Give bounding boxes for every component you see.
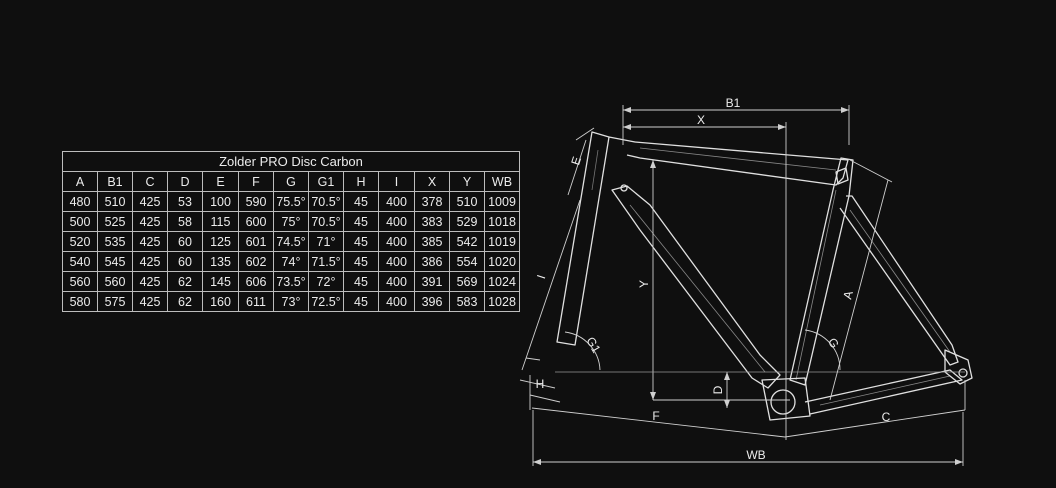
table-cell-c: 425	[132, 251, 168, 272]
table-cell-y: 542	[449, 231, 485, 252]
table-cell-i: 400	[378, 291, 415, 312]
table-cell-e: 145	[202, 271, 239, 292]
dimension-arrowheads	[533, 107, 963, 465]
table-cell-wb: 1018	[484, 211, 520, 232]
dim-label-e: E	[568, 155, 584, 167]
dim-label-h: H	[536, 377, 545, 391]
table-cell-f: 611	[238, 291, 274, 312]
table-cell-h: 45	[343, 211, 379, 232]
table-cell-b1: 510	[97, 191, 133, 212]
dim-label-x: X	[697, 113, 705, 127]
dim-label-f: F	[652, 409, 659, 423]
table-cell-b1: 525	[97, 211, 133, 232]
table-cell-b1: 545	[97, 251, 133, 272]
dim-label-y: Y	[637, 280, 651, 288]
table-cell-g: 74.5°	[273, 231, 309, 252]
table-cell-g1: 72.5°	[308, 291, 344, 312]
dim-label-c: C	[882, 410, 891, 424]
table-cell-g: 74°	[273, 251, 309, 272]
table-cell-f: 590	[238, 191, 274, 212]
table-cell-d: 60	[167, 251, 203, 272]
dim-label-d: D	[711, 385, 725, 394]
table-cell-x: 383	[414, 211, 450, 232]
table-cell-b1: 535	[97, 231, 133, 252]
table-cell-b1: 560	[97, 271, 133, 292]
table-cell-a: 480	[62, 191, 98, 212]
table-cell-y: 569	[449, 271, 485, 292]
table-cell-h: 45	[343, 291, 379, 312]
table-cell-g: 75.5°	[273, 191, 309, 212]
table-cell-e: 115	[202, 211, 239, 232]
table-cell-wb: 1028	[484, 291, 520, 312]
dim-label-g: G	[825, 335, 842, 350]
table-cell-d: 60	[167, 231, 203, 252]
dim-label-b1: B1	[726, 96, 741, 110]
table-cell-g: 75°	[273, 211, 309, 232]
frame-outline	[556, 131, 973, 421]
table-cell-i: 400	[378, 231, 415, 252]
table-cell-x: 391	[414, 271, 450, 292]
table-cell-wb: 1019	[484, 231, 520, 252]
table-cell-a: 540	[62, 251, 98, 272]
table-cell-h: 45	[343, 231, 379, 252]
dim-label-i: I	[534, 273, 548, 281]
table-cell-c: 425	[132, 191, 168, 212]
table-cell-g1: 72°	[308, 271, 344, 292]
table-cell-d: 58	[167, 211, 203, 232]
dimension-lines	[519, 105, 966, 466]
table-cell-g1: 70.5°	[308, 191, 344, 212]
dim-label-a: A	[840, 289, 856, 300]
table-cell-i: 400	[378, 211, 415, 232]
table-cell-f: 602	[238, 251, 274, 272]
table-cell-g: 73.5°	[273, 271, 309, 292]
table-cell-wb: 1024	[484, 271, 520, 292]
table-cell-f: 600	[238, 211, 274, 232]
dim-label-g1: G1	[583, 335, 603, 356]
table-cell-y: 554	[449, 251, 485, 272]
dim-label-wb: WB	[746, 448, 765, 462]
